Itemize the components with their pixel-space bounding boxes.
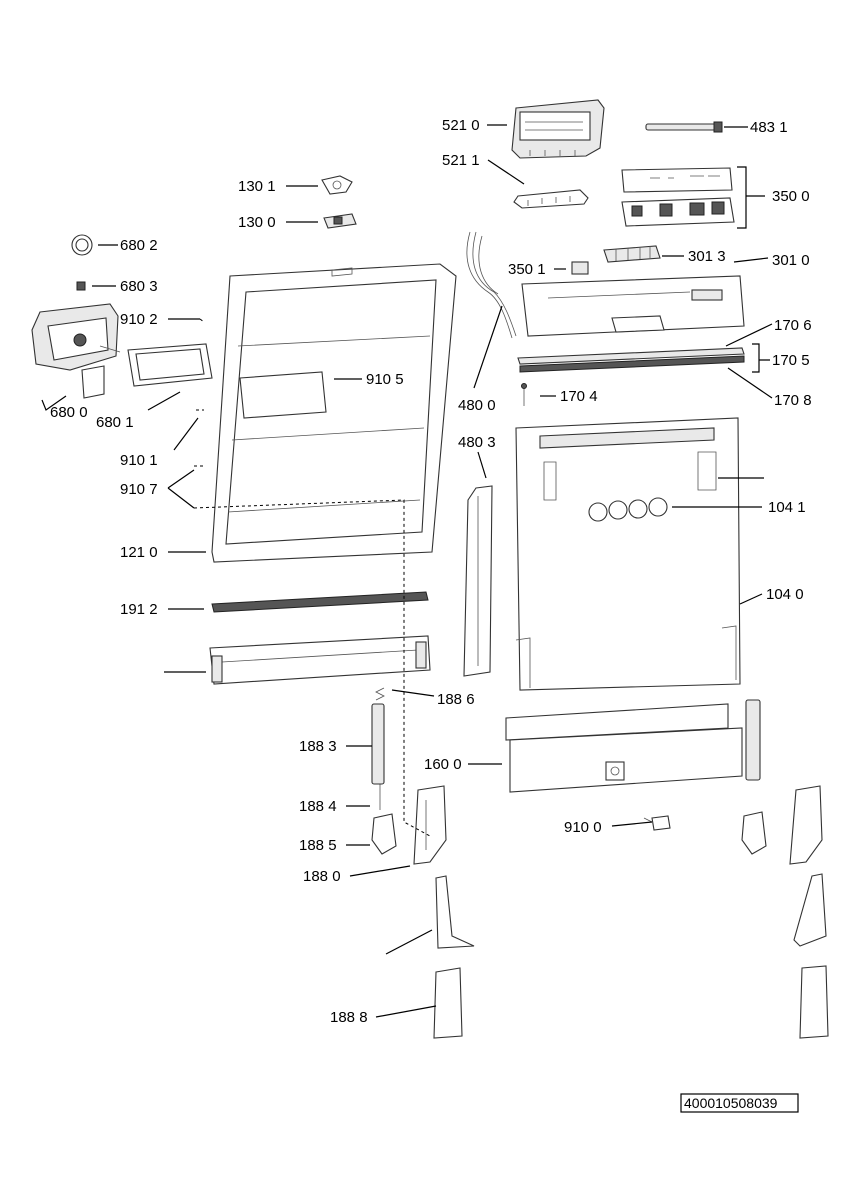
part-910-0-drawing [643,815,671,831]
label-301-3: 301 3 [688,248,726,265]
label-480-3: 480 3 [458,434,496,451]
label-910-0: 910 0 [564,819,602,836]
part-521-0-drawing [511,99,605,159]
part-680-2-drawing [71,234,93,256]
label-188-3: 188 3 [299,738,337,755]
document-number-box [680,1093,799,1113]
label-680-3: 680 3 [120,278,158,295]
part-350-0-drawing [621,167,735,227]
label-480-0: 480 0 [458,397,496,414]
part-480-0-drawing [466,231,517,339]
label-680-0: 680 0 [50,404,88,421]
part-301-0-drawing [521,275,745,337]
label-521-1: 521 1 [442,152,480,169]
label-680-1: 680 1 [96,414,134,431]
label-170-8: 170 8 [774,392,812,409]
label-301-0: 301 0 [772,252,810,269]
part-104-0-drawing [515,417,741,691]
label-160-0: 160 0 [424,756,462,773]
part-483-1-drawing [645,121,723,133]
label-910-5: 910 5 [366,371,404,388]
label-188-5: 188 5 [299,837,337,854]
label-188-6: 188 6 [437,691,475,708]
part-521-1-drawing [513,189,589,209]
label-350-0: 350 0 [772,188,810,205]
part-188-5-drawing [371,813,397,855]
label-104-0: 104 0 [766,586,804,603]
part-188-3-drawing [371,687,385,810]
part-188-8-drawing [433,873,829,1039]
part-680-3-drawing [76,281,86,291]
label-350-1: 350 1 [508,261,546,278]
label-170-4: 170 4 [560,388,598,405]
part-680-1-drawing [127,343,213,387]
label-170-6: 170 6 [774,317,812,334]
part-170-8-drawing [519,355,745,373]
part-104-1-drawing [588,497,668,522]
label-191-2: 191 2 [120,601,158,618]
part-lower-bracket-drawing [209,635,431,685]
label-188-4: 188 4 [299,798,337,815]
part-191-2-drawing [211,591,429,613]
part-right-hinge-drawing [741,699,823,865]
part-480-3-drawing [463,485,493,677]
label-130-1: 130 1 [238,178,276,195]
label-521-0: 521 0 [442,117,480,134]
label-188-8: 188 8 [330,1009,368,1026]
label-188-0: 188 0 [303,868,341,885]
document-number: 400010508039 [684,1095,778,1111]
part-170-6-drawing [517,347,745,365]
label-910-1: 910 1 [120,452,158,469]
label-104-1: 104 1 [768,499,806,516]
part-170-4-drawing [521,383,527,406]
part-680-0-drawing [31,303,121,399]
part-301-3-drawing [603,245,661,263]
label-170-5: 170 5 [772,352,810,369]
label-680-2: 680 2 [120,237,158,254]
part-188-0-drawing [413,785,447,865]
part-130-0-drawing [323,213,357,229]
label-910-7: 910 7 [120,481,158,498]
part-160-0-drawing [505,703,743,793]
label-130-0: 130 0 [238,214,276,231]
label-121-0: 121 0 [120,544,158,561]
part-130-1-drawing [321,175,353,195]
part-121-0-drawing [211,263,457,563]
label-910-2: 910 2 [120,311,158,328]
part-350-1-drawing [571,261,589,275]
label-483-1: 483 1 [750,119,788,136]
